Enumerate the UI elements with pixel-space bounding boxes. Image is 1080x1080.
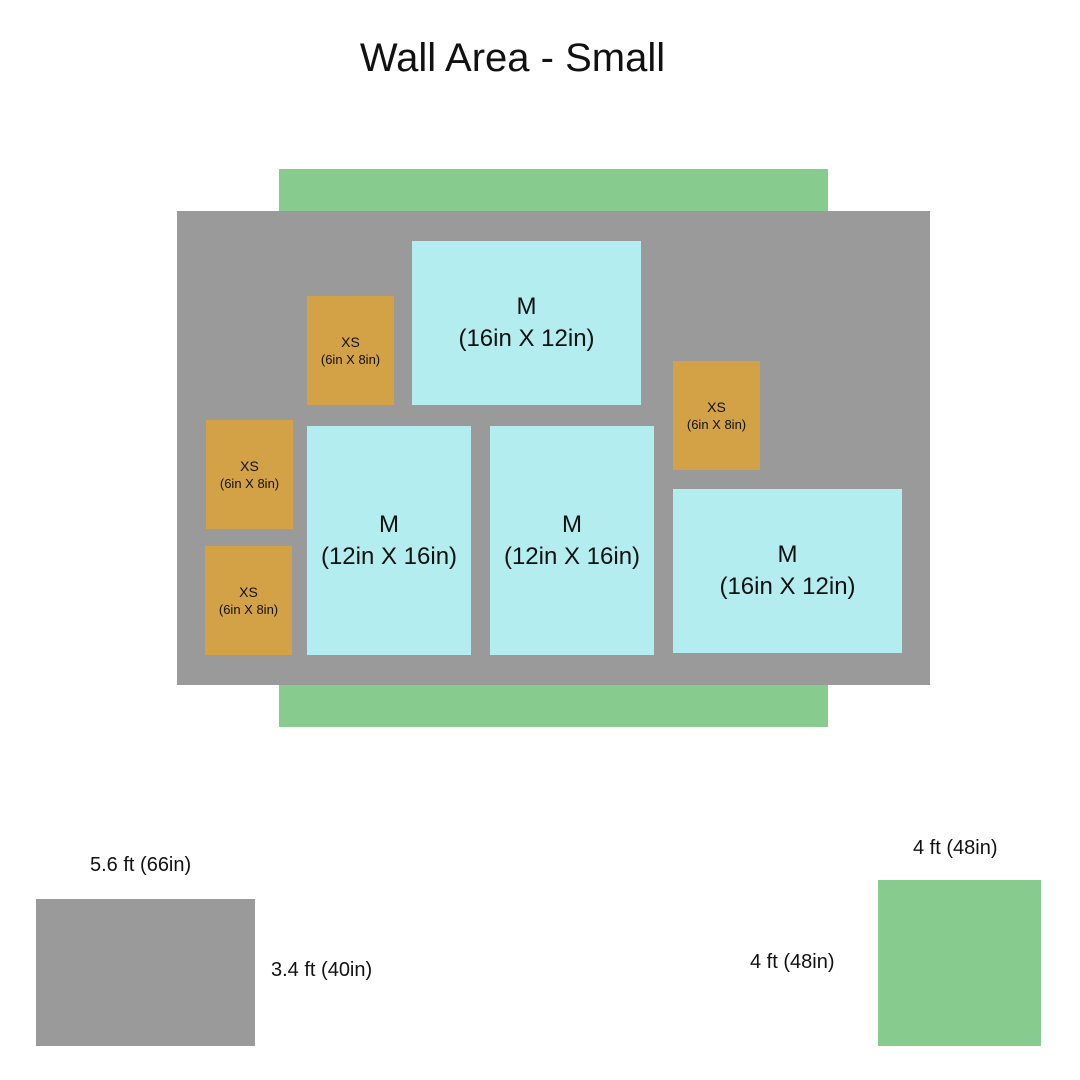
green-block-top <box>279 169 828 213</box>
frame-size-label: XS <box>707 399 726 415</box>
wall-swatch <box>36 899 255 1046</box>
frame-medium-top: M (16in X 12in) <box>412 241 641 405</box>
green-square-swatch <box>878 880 1041 1046</box>
frame-xs-top-left: XS (6in X 8in) <box>307 296 394 405</box>
green-block-bottom <box>279 683 828 727</box>
frame-size-label: XS <box>341 334 360 350</box>
frame-dims-label: (16in X 12in) <box>458 325 595 352</box>
frame-size-label: M <box>777 541 798 568</box>
frame-dims-label: (12in X 16in) <box>503 542 641 570</box>
frame-medium-portrait-2: M (12in X 16in) <box>490 426 654 655</box>
frame-dims-label: (6in X 8in) <box>320 352 381 367</box>
frame-medium-landscape-right: M (16in X 12in) <box>673 489 902 653</box>
frame-dims-label: (6in X 8in) <box>218 602 279 617</box>
frame-size-label: M <box>516 293 537 320</box>
frame-xs-left-lower: XS (6in X 8in) <box>205 546 292 655</box>
frame-dims-label: (6in X 8in) <box>219 476 280 491</box>
wall-height-label: 3.4 ft (40in) <box>271 959 373 981</box>
square-width-label: 4 ft (48in) <box>913 837 998 859</box>
frame-size-label: M <box>562 510 582 538</box>
frame-xs-right: XS (6in X 8in) <box>673 361 760 470</box>
page-title: Wall Area - Small <box>359 36 666 80</box>
frame-size-label: XS <box>240 458 259 474</box>
frame-dims-label: (16in X 12in) <box>719 573 856 600</box>
frame-dims-label: (6in X 8in) <box>686 417 747 432</box>
frame-dims-label: (12in X 16in) <box>320 542 458 570</box>
frame-size-label: M <box>379 510 399 538</box>
frame-size-label: XS <box>239 584 258 600</box>
frame-xs-left-upper: XS (6in X 8in) <box>206 420 293 529</box>
frame-medium-portrait-1: M (12in X 16in) <box>307 426 471 655</box>
wall-width-label: 5.6 ft (66in) <box>90 854 192 876</box>
square-height-label: 4 ft (48in) <box>750 951 835 973</box>
